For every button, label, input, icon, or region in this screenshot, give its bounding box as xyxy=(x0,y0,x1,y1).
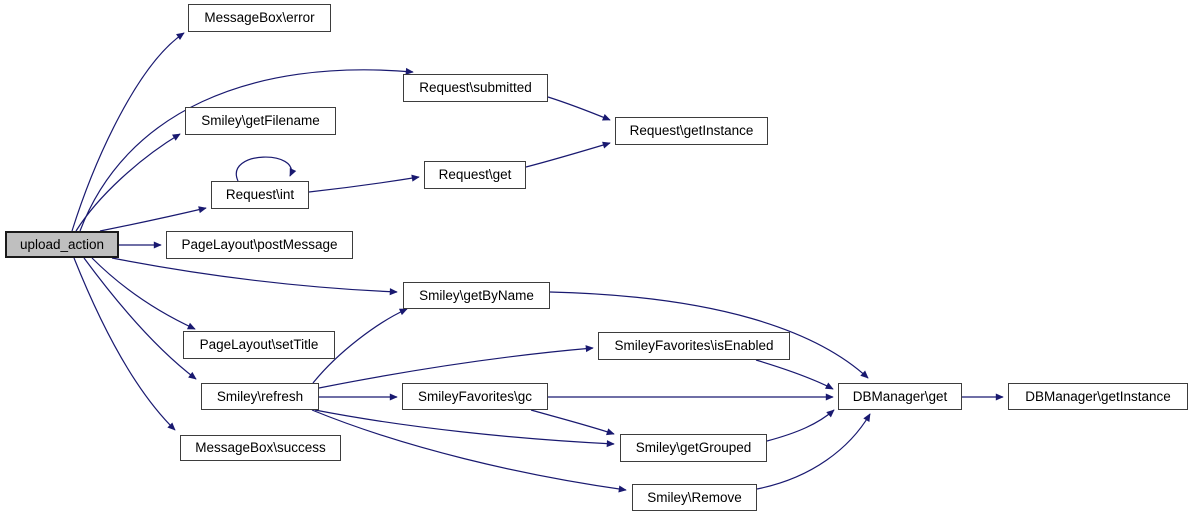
node-dbmanager-get[interactable]: DBManager\get xyxy=(838,383,962,410)
node-pagelayout-postmessage[interactable]: PageLayout\postMessage xyxy=(166,231,353,259)
node-request-getinstance[interactable]: Request\getInstance xyxy=(615,117,768,145)
edge-request-int-to-request-get xyxy=(308,174,420,193)
node-label: PageLayout\postMessage xyxy=(181,237,338,253)
edge-upload-action-to-smiley-getbyname xyxy=(111,257,398,296)
node-label: Request\submitted xyxy=(419,80,532,96)
node-smileyfavorites-isenabled[interactable]: SmileyFavorites\isEnabled xyxy=(598,332,790,360)
node-dbmanager-getinstance[interactable]: DBManager\getInstance xyxy=(1008,383,1188,410)
edge-upload-action-to-request-int xyxy=(99,206,207,232)
edge-smiley-refresh-to-smiley-getgrouped xyxy=(314,409,615,448)
node-upload-action[interactable]: upload_action xyxy=(5,231,119,258)
node-smiley-getgrouped[interactable]: Smiley\getGrouped xyxy=(620,434,767,462)
edge-smiley-refresh-to-smileyfavorites-isenabled xyxy=(318,345,594,389)
edge-upload-action-to-pagelayout-settitle xyxy=(91,257,196,330)
node-label: upload_action xyxy=(19,236,105,252)
node-label: Smiley\getFilename xyxy=(201,113,320,129)
node-smiley-getfilename[interactable]: Smiley\getFilename xyxy=(185,107,336,135)
node-pagelayout-settitle[interactable]: PageLayout\setTitle xyxy=(183,331,335,359)
node-label: SmileyFavorites\gc xyxy=(417,388,533,404)
node-messagebox-error[interactable]: MessageBox\error xyxy=(188,4,331,32)
node-label: MessageBox\error xyxy=(204,10,315,26)
edge-smiley-refresh-to-smiley-getbyname xyxy=(312,308,408,384)
edge-smiley-remove-to-dbmanager-get xyxy=(756,413,871,490)
node-messagebox-success[interactable]: MessageBox\success xyxy=(180,435,341,461)
node-smileyfavorites-gc[interactable]: SmileyFavorites\gc xyxy=(402,383,548,410)
node-request-submitted[interactable]: Request\submitted xyxy=(403,74,548,102)
node-label: MessageBox\success xyxy=(195,440,326,456)
edge-request-get-to-request-getinstance xyxy=(525,141,611,168)
node-label: DBManager\get xyxy=(852,388,948,404)
edge-request-int-to-request-int xyxy=(235,156,297,182)
edge-upload-action-to-smiley-refresh xyxy=(83,257,197,380)
node-smiley-getbyname[interactable]: Smiley\getByName xyxy=(403,282,550,309)
edge-smiley-refresh-to-smiley-remove xyxy=(311,409,627,493)
edge-upload-action-to-smiley-getfilename xyxy=(75,133,181,232)
node-label: Smiley\refresh xyxy=(216,388,304,404)
node-label: Smiley\getByName xyxy=(419,287,534,303)
node-smiley-remove[interactable]: Smiley\Remove xyxy=(632,484,757,511)
node-label: PageLayout\setTitle xyxy=(199,337,319,353)
edge-smileyfavorites-isenabled-to-dbmanager-get xyxy=(755,359,834,390)
edge-upload-action-to-request-submitted xyxy=(79,67,414,232)
edge-smiley-getbyname-to-dbmanager-get xyxy=(549,291,869,379)
node-label: SmileyFavorites\isEnabled xyxy=(614,338,774,354)
edge-request-submitted-to-request-getinstance xyxy=(547,96,611,121)
node-label: Smiley\Remove xyxy=(647,489,742,505)
node-smiley-refresh[interactable]: Smiley\refresh xyxy=(201,383,319,410)
node-label: Request\getInstance xyxy=(629,123,754,139)
node-request-int[interactable]: Request\int xyxy=(211,181,309,209)
edge-upload-action-to-messagebox-success xyxy=(73,257,176,431)
node-request-get[interactable]: Request\get xyxy=(424,161,526,189)
edge-smiley-getgrouped-to-dbmanager-get xyxy=(766,409,835,442)
node-label: DBManager\getInstance xyxy=(1025,388,1171,404)
node-label: Request\int xyxy=(225,187,295,203)
node-label: Request\get xyxy=(438,167,512,183)
edge-smileyfavorites-gc-to-smiley-getgrouped xyxy=(530,409,615,436)
edge-upload-action-to-messagebox-error xyxy=(71,32,185,232)
node-label: Smiley\getGrouped xyxy=(635,440,752,456)
